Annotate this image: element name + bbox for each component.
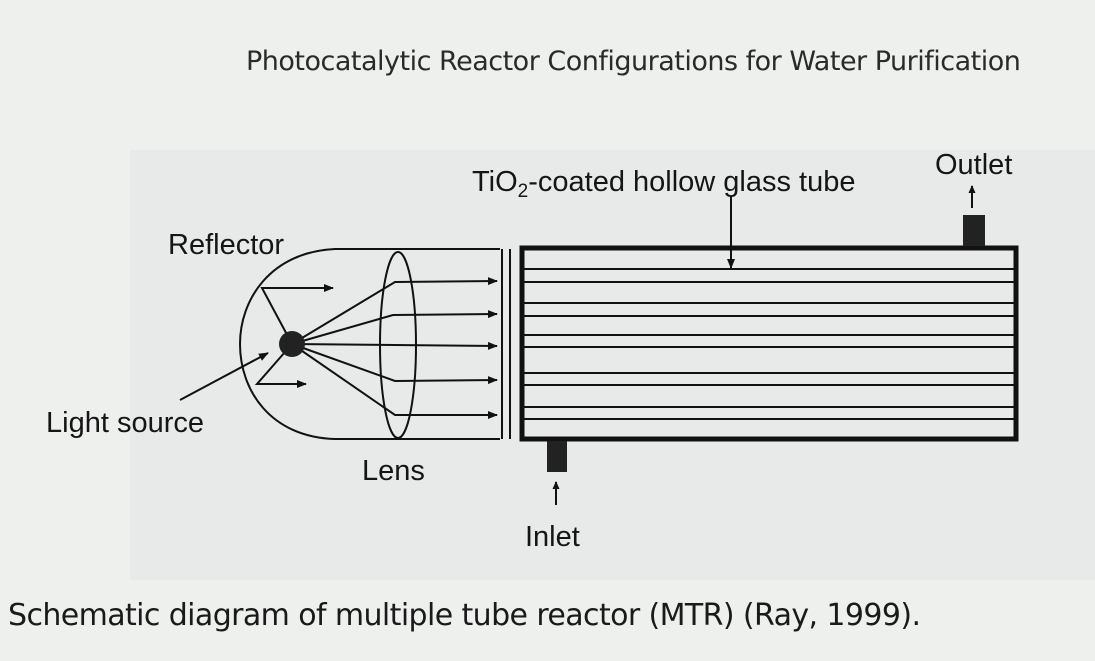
inlet-port bbox=[547, 441, 567, 472]
tube-label: TiO2-coated hollow glass tube bbox=[472, 166, 856, 202]
light-rays bbox=[254, 277, 498, 419]
lens-label: Lens bbox=[362, 455, 425, 487]
tube-reactor bbox=[519, 215, 1019, 472]
light-source-pointer bbox=[179, 352, 269, 401]
page-header: Photocatalytic Reactor Configurations fo… bbox=[246, 46, 1021, 77]
reflector-label: Reflector bbox=[168, 229, 285, 261]
reflector bbox=[238, 248, 500, 440]
inlet-label: Inlet bbox=[525, 521, 580, 553]
figure-background bbox=[130, 150, 1095, 580]
light-source bbox=[279, 331, 305, 357]
figure-caption: Schematic diagram of multiple tube react… bbox=[8, 598, 921, 633]
light-source-label: Light source bbox=[46, 407, 204, 439]
outlet-label: Outlet bbox=[935, 149, 1013, 181]
outlet-port bbox=[963, 215, 985, 246]
